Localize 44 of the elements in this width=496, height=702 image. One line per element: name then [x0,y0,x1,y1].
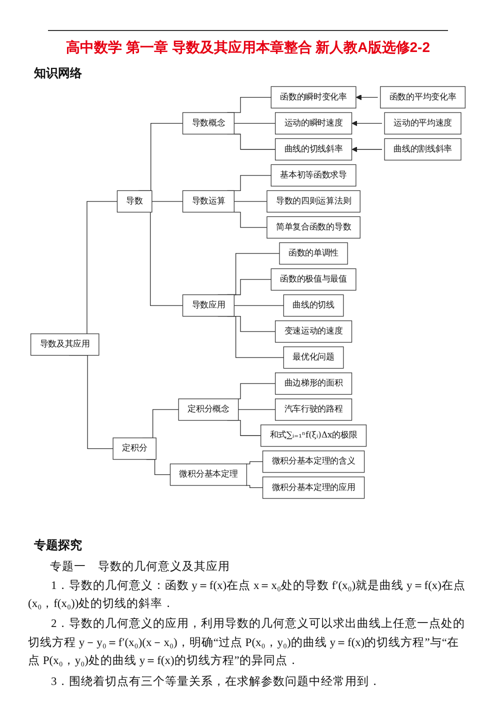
paragraph: 2．导数的几何意义的应用，利用导数的几何意义可以求出曲线上任意一点处的切线方程 y－y₀＝f′(x₀)(x－x₀)，明确“过点 P(x₀，y₀)的曲线 y＝f(x)的切线方程”与“在点 P(x₀，y₀)处的曲线 y＝f(x)的切线方程”的异同点． [28,616,466,670]
node-box: 导数及其应用 [30,333,100,356]
node-box: 函数的瞬时变化率 [270,86,356,108]
node-box: 导数的四则运算法则 [266,190,360,212]
connector [234,305,284,306]
node-box: 微积分基本定理 [170,464,248,486]
topic-heading: 专题一 导数的几何意义及其应用 [50,559,230,574]
node-box: 曲边梯形的面积 [274,372,352,395]
node-box: 函数的单调性 [279,242,348,265]
connector [234,123,276,124]
arrow [352,120,382,126]
node-box: 运动的瞬时速度 [274,112,352,134]
arrow [356,94,378,100]
node-box: 和式∑ᵢ₌₁ⁿf(ξᵢ)Δx的极限 [260,424,367,447]
section-heading: 知识网络 [34,65,82,82]
node-box: 运动的平均速度 [384,112,462,134]
node-box: 简单复合函数的导数 [266,216,360,239]
connector [152,201,184,202]
connector [246,461,264,464]
connector [238,409,276,410]
node-box: 基本初等函数求导 [270,164,356,186]
node-box: 导数应用 [182,294,234,317]
node-box: 曲线的割线斜率 [384,138,462,160]
node-box: 汽车行驶的路程 [274,398,352,421]
page-title: 高中数学 第一章 导数及其应用本章整合 新人教A版选修2-2 [64,39,431,57]
node-box: 定积分概念 [178,398,239,421]
paragraph: 1．导数的几何意义：函数 y＝f(x)在点 x＝x₀处的导数 f′(x₀)就是曲线 y＝f(x)在点(x₀，f(x₀))处的切线的斜率． [28,578,467,612]
node-box: 导数 [116,190,152,212]
node-box: 导数概念 [182,112,234,134]
paragraph: 3．围绕着切点有三个等量关系，在求解参数问题中经常用到． [50,674,382,690]
node-box: 函数的极值与最值 [270,268,356,291]
node-box: 变速运动的速度 [274,320,352,343]
node-box: 曲线的切线斜率 [274,138,352,160]
section-heading: 专题探究 [34,536,82,554]
connector [234,201,268,202]
node-box: 微积分基本定理的应用 [262,476,365,499]
node-box: 最优化问题 [283,346,344,369]
node-box: 微积分基本定理的含义 [262,450,365,473]
node-box: 定积分 [112,438,156,460]
arrow [352,146,382,152]
node-box: 曲线的切线 [283,294,344,317]
connector [246,485,264,488]
node-box: 导数运算 [182,190,234,212]
node-box: 函数的平均变化率 [380,86,466,108]
